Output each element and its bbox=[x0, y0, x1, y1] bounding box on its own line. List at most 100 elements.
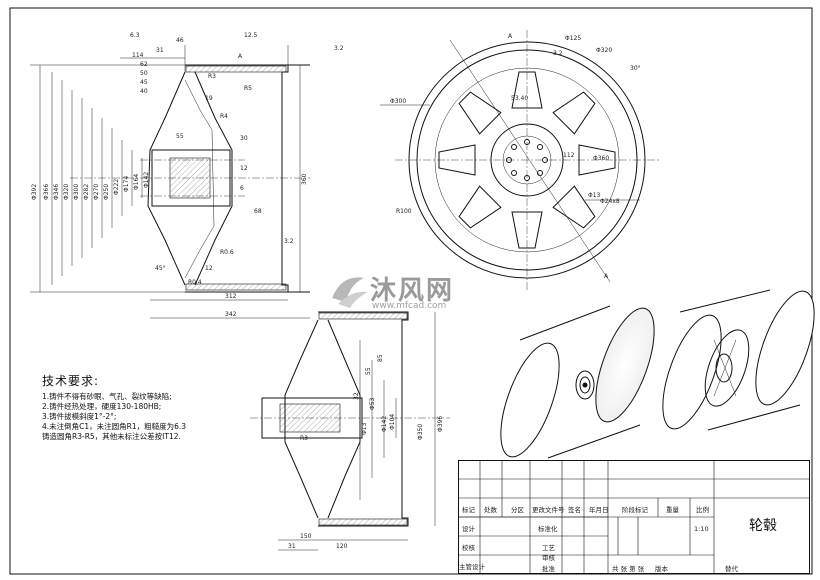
watermark: 沐风网 www.mfcad.com bbox=[328, 268, 498, 316]
tb-role: 审核 bbox=[542, 554, 555, 562]
front-dimension-labels: Φ360 Φ300 Φ320 Φ125 Φ13 53.40 R100 Φ24x8… bbox=[390, 33, 641, 280]
rim-outer-circle bbox=[408, 41, 646, 279]
dim-label: 114 bbox=[132, 52, 144, 59]
tb-role: 主管设计 bbox=[459, 563, 485, 571]
lower-dimension-labels: 32 55 85 Φ104 Φ53 Φ142 Φ13 R3 Φ350 150 1… bbox=[288, 354, 444, 550]
dim-label: Φ360 bbox=[593, 155, 609, 162]
front-view bbox=[380, 30, 660, 290]
dim-label: Φ142 bbox=[381, 416, 388, 432]
tb-header: 处数 bbox=[484, 506, 497, 514]
dim-label: 85 bbox=[377, 354, 384, 362]
dim-label: Φ320 bbox=[63, 184, 70, 200]
watermark-url: www.mfcad.com bbox=[372, 301, 447, 311]
radius-label: R5 bbox=[244, 85, 252, 92]
dim-label: 12 bbox=[240, 165, 248, 172]
spoke-windows bbox=[438, 71, 616, 249]
dim-label: 19 bbox=[205, 95, 213, 102]
dim-label: Φ270 bbox=[93, 184, 100, 200]
dim-label: Φ282 bbox=[83, 184, 90, 200]
radius-label: R0.4 bbox=[188, 279, 202, 286]
dim-label: 46 bbox=[176, 37, 184, 44]
roughness-label: 3.2 bbox=[284, 238, 294, 245]
tb-stage-label: 重量 bbox=[666, 506, 679, 514]
tech-req-line: 4.未注倒角C1，未注圆角R1，粗糙度为6.3 bbox=[42, 422, 187, 431]
dim-label: Φ104 bbox=[389, 414, 396, 430]
tech-req-title: 技术要求: bbox=[42, 374, 100, 388]
dim-label: 30 bbox=[240, 135, 248, 142]
tb-header: 年月日 bbox=[589, 506, 609, 514]
dim-label: 50 bbox=[140, 70, 148, 77]
dim-label: 62 bbox=[140, 61, 148, 68]
tb-scale: 1:10 bbox=[694, 525, 709, 533]
tb-stage-label: 比例 bbox=[696, 506, 709, 514]
tb-role: 校核 bbox=[462, 544, 475, 552]
dim-label: 6 bbox=[240, 185, 244, 192]
dim-label: 53.40 bbox=[511, 95, 528, 102]
iso-view-front bbox=[500, 305, 655, 459]
dim-label: Φ164 bbox=[133, 174, 140, 190]
dim-label: Φ300 bbox=[390, 98, 406, 105]
title-block: 标记 处数 分区 更改文件号 签名 年月日 设计 校核 主管设计 标准化 工艺 … bbox=[458, 460, 810, 574]
tb-role: 标准化 bbox=[538, 525, 558, 533]
section-dimension-labels: Φ392 Φ366 Φ346 Φ320 Φ300 Φ282 Φ270 Φ250 … bbox=[31, 32, 344, 318]
tb-role: 批准 bbox=[542, 565, 555, 573]
section-view bbox=[30, 45, 310, 319]
dim-label: 32 bbox=[353, 392, 360, 400]
dim-label: 150 bbox=[300, 533, 312, 540]
datum-label: A bbox=[238, 53, 243, 60]
bolt-holes bbox=[506, 139, 548, 181]
roughness-label: 12.5 bbox=[244, 32, 258, 39]
dim-label: 31 bbox=[288, 543, 296, 550]
dim-label: Φ13 bbox=[588, 192, 601, 199]
watermark-text: 沐风网 bbox=[370, 276, 455, 306]
dim-label: Φ300 bbox=[73, 184, 80, 200]
dim-label: R100 bbox=[396, 208, 412, 215]
tb-footer: 共 张 第 张 bbox=[612, 565, 645, 573]
tech-req-line: 3.铸件拔模斜度1°-2°; bbox=[42, 412, 117, 421]
dim-label: 68 bbox=[254, 208, 262, 215]
tb-header: 标记 bbox=[462, 506, 475, 514]
dim-label: Φ222 bbox=[113, 179, 120, 195]
part-name: 轮毂 bbox=[749, 518, 777, 534]
dim-label: 55 bbox=[365, 367, 372, 375]
radius-label: R4 bbox=[220, 113, 228, 120]
sheet-border bbox=[9, 7, 813, 575]
radius-label: R0.6 bbox=[220, 249, 234, 256]
dim-label: Φ346 bbox=[53, 184, 60, 200]
dim-label: Φ24x8 bbox=[600, 198, 620, 205]
dim-label: Φ125 bbox=[565, 35, 581, 42]
dim-label: Φ320 bbox=[596, 47, 612, 54]
watermark-logo-icon bbox=[332, 277, 368, 308]
dim-label: 120 bbox=[336, 543, 348, 550]
radius-label: R3 bbox=[208, 73, 216, 80]
dim-label: 45 bbox=[140, 79, 148, 86]
dim-label: 55 bbox=[176, 133, 184, 140]
dim-label: 3.2 bbox=[553, 50, 563, 57]
tb-role: 设计 bbox=[462, 525, 475, 533]
dim-label: Φ350 bbox=[417, 424, 424, 440]
technical-requirements: 技术要求: 1.铸件不得有砂眼、气孔、裂纹等缺陷; 2.铸件经热处理，硬度130… bbox=[42, 372, 272, 442]
dim-label: R3 bbox=[300, 435, 308, 442]
dim-label: 30° bbox=[630, 65, 641, 72]
tb-header: 签名 bbox=[568, 506, 581, 514]
dim-label: 40 bbox=[140, 88, 148, 95]
dim-label: Φ13 bbox=[361, 422, 368, 435]
dim-label: Φ392 bbox=[31, 184, 38, 200]
tech-req-line: 1.铸件不得有砂眼、气孔、裂纹等缺陷; bbox=[42, 392, 172, 401]
tech-req-line: 铸造圆角R3-R5，其他未标注公差按IT12. bbox=[42, 432, 181, 441]
dim-label: 112 bbox=[563, 152, 575, 159]
dim-label: Φ366 bbox=[43, 184, 50, 200]
section-mark: A bbox=[604, 273, 609, 280]
lower-section-view bbox=[250, 311, 450, 551]
tb-header: 更改文件号 bbox=[532, 506, 565, 514]
dim-label: Φ142 bbox=[143, 172, 150, 188]
dim-label: Φ250 bbox=[103, 184, 110, 200]
dim-label: 342 bbox=[225, 311, 237, 318]
dim-label: Φ396 bbox=[437, 416, 444, 432]
dim-label: 360 bbox=[301, 173, 308, 185]
roughness-label: 6.3 bbox=[130, 32, 140, 39]
tb-footer: 替代 bbox=[725, 565, 738, 573]
section-mark: A bbox=[508, 33, 513, 40]
tb-footer: 版本 bbox=[655, 565, 668, 573]
